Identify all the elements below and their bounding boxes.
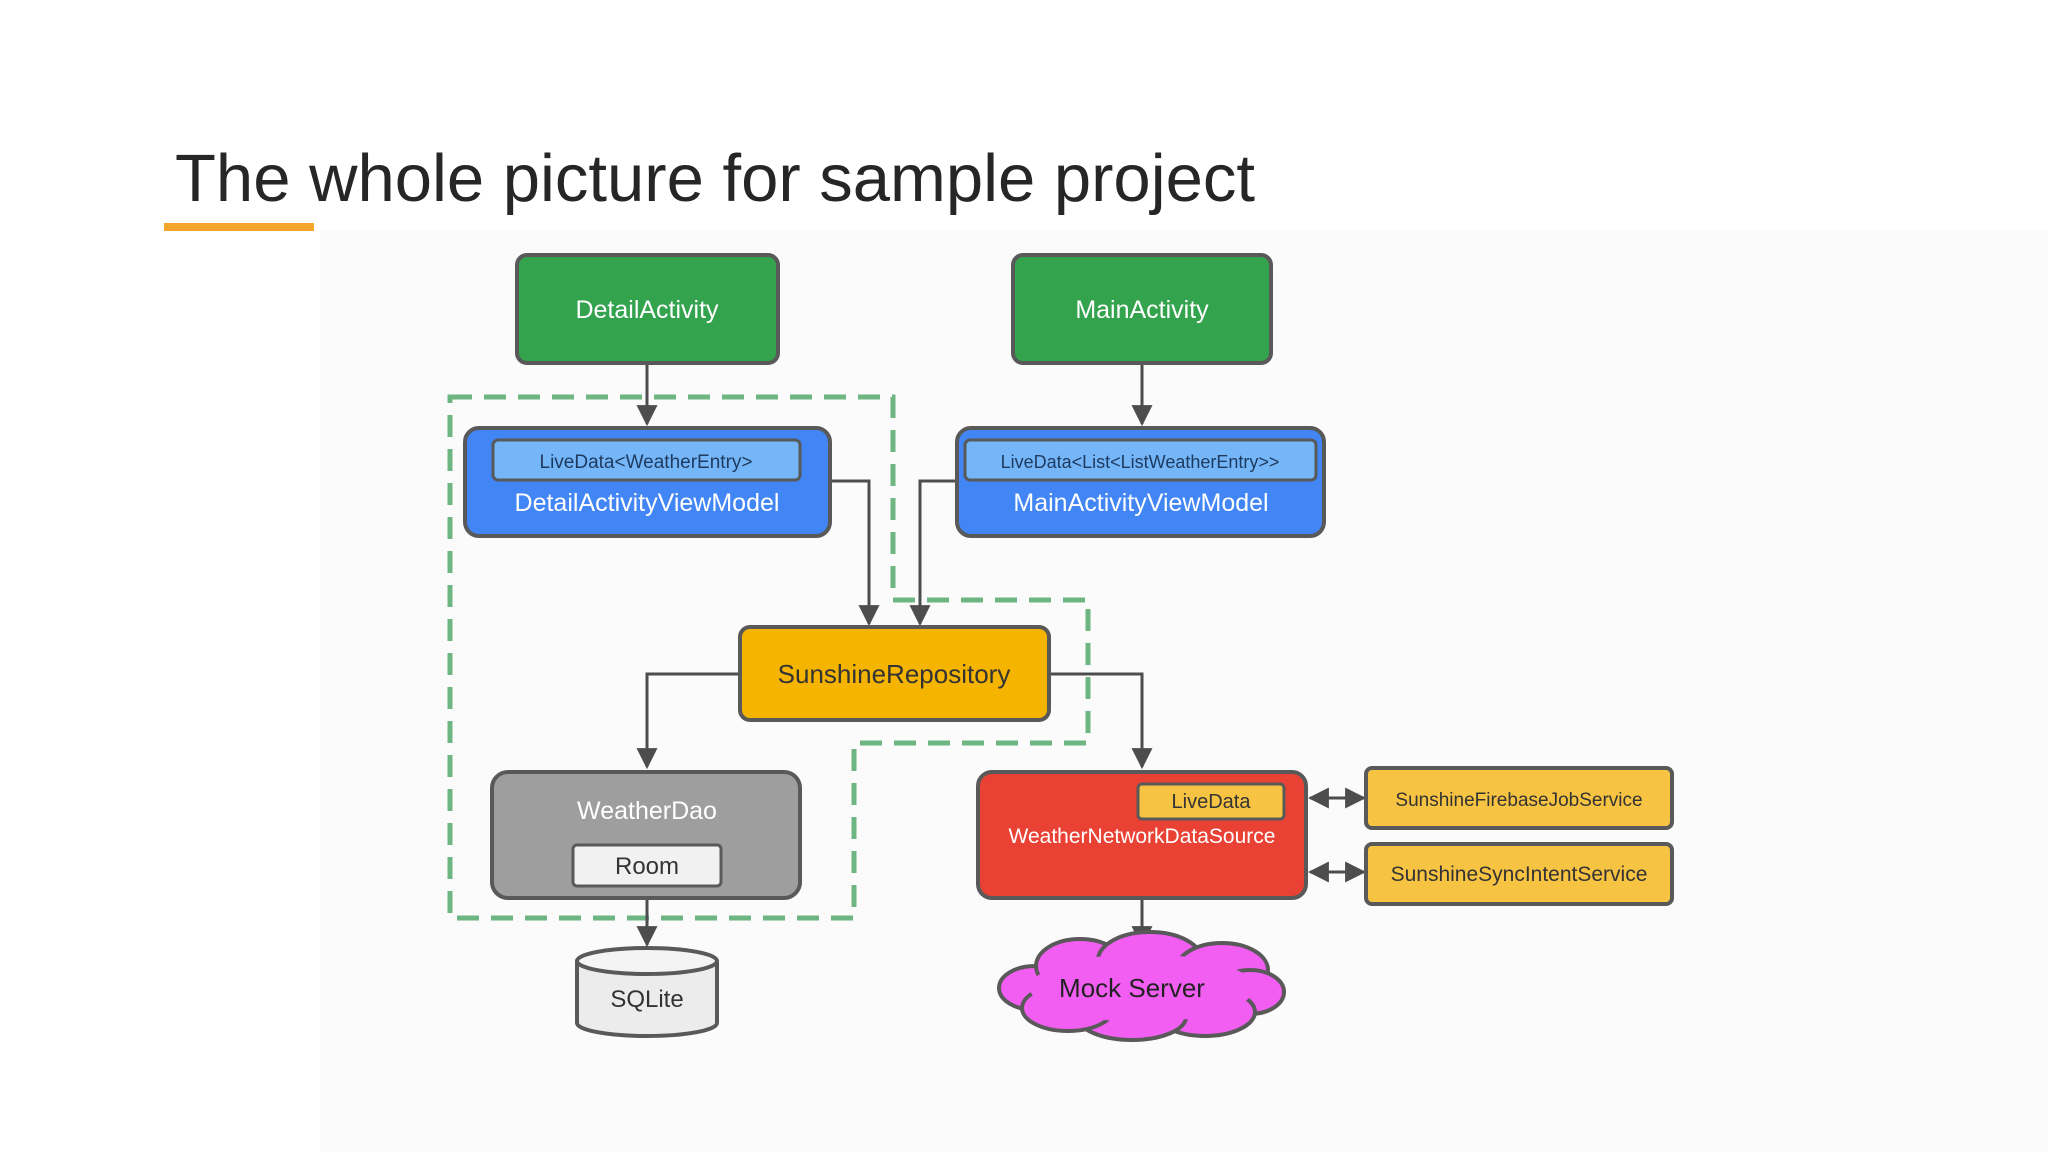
sync-intent-service-node: SunshineSyncIntentService [1364, 842, 1674, 906]
network-datasource-label: WeatherNetworkDataSource [1009, 825, 1276, 848]
sqlite-label: SQLite [610, 986, 683, 1013]
firebase-job-service-label: SunshineFirebaseJobService [1395, 790, 1642, 811]
repository-label: SunshineRepository [778, 659, 1011, 689]
main-viewmodel-node: LiveData<List<ListWeatherEntry>> MainAct… [955, 426, 1326, 538]
detail-activity-node: DetailActivity [515, 253, 780, 365]
room-label: Room [615, 853, 679, 880]
detail-livedata-label: LiveData<WeatherEntry> [540, 452, 753, 473]
connector-repository-to-network [1049, 672, 1153, 770]
main-viewmodel-label: MainActivityViewModel [1013, 489, 1268, 517]
weather-dao-label: WeatherDao [577, 797, 717, 825]
weather-dao-node: WeatherDao Room [490, 770, 802, 900]
slide-title: The whole picture for sample project [175, 141, 1255, 216]
detail-viewmodel-label: DetailActivityViewModel [515, 489, 780, 517]
connector-repository-to-dao [636, 672, 740, 770]
connector-detail-viewmodel-to-repository [830, 479, 880, 627]
sqlite-database-node: SQLite [575, 946, 719, 1038]
network-livedata-label: LiveData [1172, 791, 1252, 813]
repository-node: SunshineRepository [738, 625, 1051, 722]
main-activity-node: MainActivity [1011, 253, 1273, 365]
dashed-boundary [447, 394, 1091, 921]
mock-server-label: Mock Server [1059, 973, 1205, 1003]
connector-main-viewmodel-to-repository [909, 479, 957, 627]
firebase-job-service-node: SunshineFirebaseJobService [1364, 766, 1674, 830]
network-datasource-node: LiveData WeatherNetworkDataSource [976, 770, 1308, 900]
mock-server-node: Mock Server [997, 930, 1286, 1042]
title-underline [164, 223, 314, 231]
sync-intent-service-label: SunshineSyncIntentService [1391, 863, 1648, 886]
detail-activity-label: DetailActivity [575, 296, 719, 324]
main-livedata-label: LiveData<List<ListWeatherEntry>> [1001, 452, 1280, 472]
main-activity-label: MainActivity [1075, 296, 1209, 324]
detail-viewmodel-node: LiveData<WeatherEntry> DetailActivityVie… [463, 426, 832, 538]
